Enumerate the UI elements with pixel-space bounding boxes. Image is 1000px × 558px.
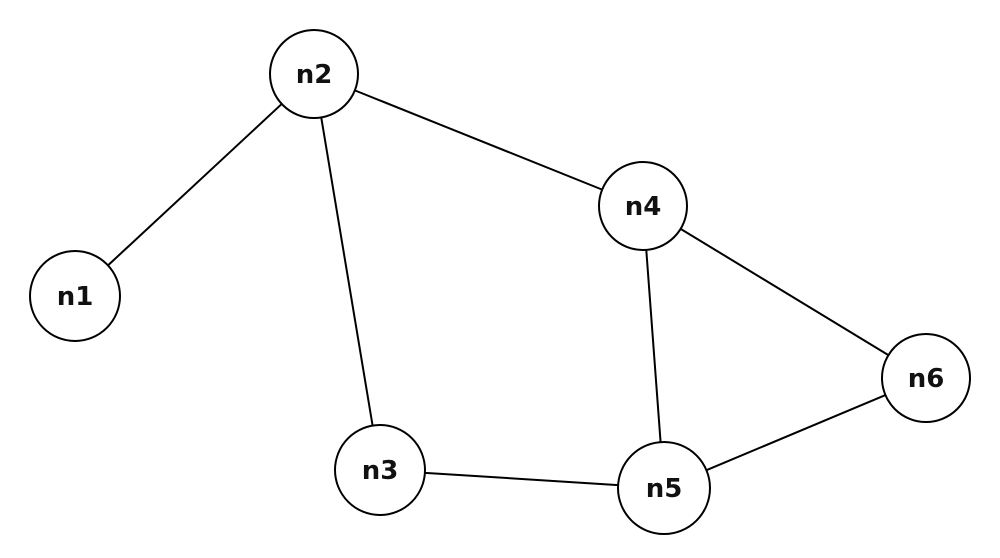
graph-node-circle-n6[interactable]	[881, 333, 971, 423]
graph-node-n3[interactable]: n3	[334, 424, 426, 516]
graph-node-circle-n2[interactable]	[269, 29, 359, 119]
graph-edge-n4-n5	[645, 248, 662, 444]
graph-node-n2[interactable]: n2	[269, 29, 359, 119]
graph-edge-n5-n6	[705, 394, 887, 472]
edge-layer	[106, 89, 890, 487]
graph-node-n6[interactable]: n6	[881, 333, 971, 423]
graph-node-label-n3: n3	[362, 456, 399, 486]
graph-node-label-n4: n4	[625, 192, 662, 222]
graph-node-label-n2: n2	[296, 60, 333, 90]
graph-node-n1[interactable]: n1	[29, 250, 121, 342]
graph-node-circle-n5[interactable]	[617, 441, 711, 535]
graph-node-n5[interactable]: n5	[617, 441, 711, 535]
graph-edge-n4-n6	[679, 227, 890, 357]
node-layer: n1 n2 n3 n4 n5 n6	[29, 29, 971, 535]
graph-edge-n1-n2	[106, 102, 283, 267]
graph-node-label-n1: n1	[57, 282, 94, 312]
graph-node-n4[interactable]: n4	[598, 161, 688, 251]
graph-node-circle-n4[interactable]	[598, 161, 688, 251]
graph-node-circle-n1[interactable]	[29, 250, 121, 342]
graph-node-label-n5: n5	[646, 474, 683, 504]
graph-node-label-n6: n6	[908, 364, 945, 394]
graph-edge-n2-n3	[320, 116, 374, 427]
graph-edge-n3-n5	[423, 471, 620, 487]
graph-node-circle-n3[interactable]	[334, 424, 426, 516]
graph-edge-n2-n4	[353, 89, 604, 191]
